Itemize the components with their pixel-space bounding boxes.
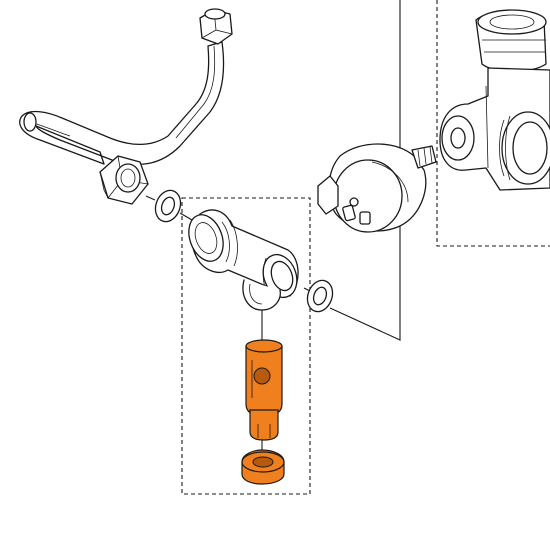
pipe-fitting	[188, 209, 299, 311]
filter-plug	[241, 449, 285, 485]
valve-block	[439, 9, 550, 191]
group-box-fitting	[181, 197, 311, 495]
pipe-top-nut	[199, 8, 233, 45]
leader-lines	[145, 0, 401, 458]
sealing-washer-left	[154, 189, 182, 223]
group-box-valve-block	[436, 0, 550, 247]
sealing-washer-right	[306, 279, 334, 313]
filter-insert	[245, 339, 283, 441]
solenoid-valve	[317, 143, 437, 233]
bent-pipe	[19, 41, 225, 166]
hex-nut	[99, 155, 149, 205]
